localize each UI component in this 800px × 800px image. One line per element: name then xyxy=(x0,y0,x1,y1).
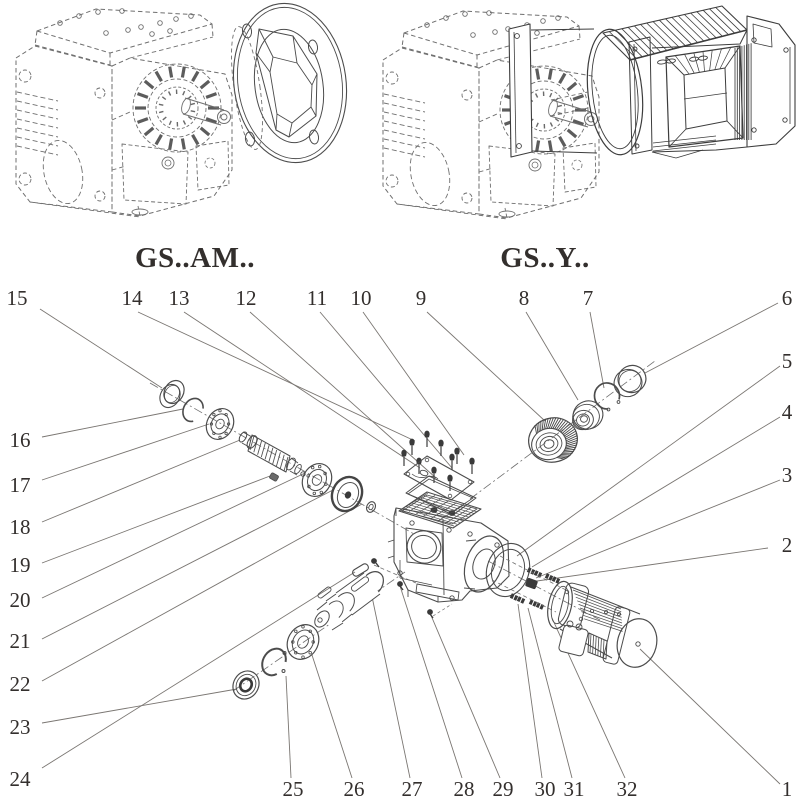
svg-text:6: 6 xyxy=(782,286,793,310)
svg-text:2: 2 xyxy=(782,533,793,557)
svg-text:32: 32 xyxy=(617,777,638,800)
svg-text:12: 12 xyxy=(236,286,257,310)
svg-text:3: 3 xyxy=(782,463,793,487)
svg-text:22: 22 xyxy=(10,672,31,696)
svg-text:20: 20 xyxy=(10,588,31,612)
svg-text:17: 17 xyxy=(10,473,31,497)
svg-text:30: 30 xyxy=(535,777,556,800)
svg-text:28: 28 xyxy=(454,777,475,800)
svg-text:11: 11 xyxy=(307,286,327,310)
svg-text:23: 23 xyxy=(10,715,31,739)
svg-text:13: 13 xyxy=(169,286,190,310)
svg-text:31: 31 xyxy=(564,777,585,800)
svg-text:10: 10 xyxy=(351,286,372,310)
svg-text:5: 5 xyxy=(782,349,793,373)
svg-text:26: 26 xyxy=(344,777,365,800)
svg-text:7: 7 xyxy=(583,286,594,310)
svg-text:29: 29 xyxy=(493,777,514,800)
svg-text:16: 16 xyxy=(10,428,31,452)
svg-text:15: 15 xyxy=(7,286,28,310)
svg-text:21: 21 xyxy=(10,629,31,653)
svg-text:18: 18 xyxy=(10,515,31,539)
svg-text:4: 4 xyxy=(782,400,793,424)
svg-text:14: 14 xyxy=(122,286,144,310)
svg-text:25: 25 xyxy=(283,777,304,800)
svg-text:GS..Y..: GS..Y.. xyxy=(500,242,589,274)
svg-text:9: 9 xyxy=(416,286,427,310)
svg-text:GS..AM..: GS..AM.. xyxy=(135,242,255,274)
svg-text:8: 8 xyxy=(519,286,530,310)
svg-text:1: 1 xyxy=(782,777,793,800)
svg-text:27: 27 xyxy=(402,777,423,800)
svg-text:19: 19 xyxy=(10,553,31,577)
svg-text:24: 24 xyxy=(10,767,32,791)
